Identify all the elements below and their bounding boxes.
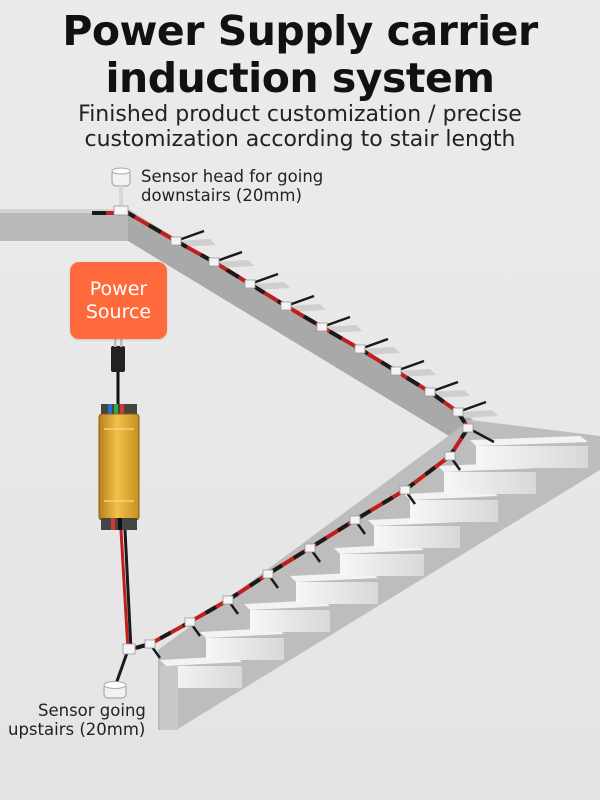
lower-flight — [158, 420, 600, 730]
upper-step-edge — [432, 386, 470, 390]
lower-stringer-end — [160, 666, 178, 730]
sensor-up-line-1: Sensor going — [38, 701, 146, 720]
connector-icon — [399, 485, 411, 495]
connector-icon — [316, 322, 328, 332]
upper-steps — [176, 235, 498, 418]
connector-icon — [170, 236, 182, 246]
sensor-head-up-icon — [103, 649, 130, 699]
connector-icon — [184, 617, 196, 627]
connector-icon — [452, 407, 464, 417]
power-cord — [111, 338, 125, 404]
lower-step-riser — [250, 610, 330, 632]
sensor-up-label: Sensor going upstairs (20mm) — [8, 701, 146, 739]
upper-step-edge — [216, 256, 254, 260]
page-subtitle: Finished product customization / precise… — [0, 102, 600, 152]
upper-step-edge — [398, 365, 436, 369]
lower-step-tread — [470, 436, 588, 446]
connector-icon — [144, 639, 156, 649]
upper-step-edge — [178, 235, 216, 239]
sensor-head-down-icon — [111, 167, 131, 216]
driver-box-icon — [98, 404, 140, 530]
lower-steps — [160, 436, 588, 730]
upper-step-edge — [324, 321, 362, 325]
power-source-badge: Power Source — [70, 262, 167, 339]
sensor-down-line-2: downstairs (20mm) — [141, 186, 302, 205]
power-line-2: Source — [85, 300, 152, 323]
lower-step-riser — [206, 638, 284, 660]
power-line-1: Power — [89, 277, 148, 300]
upper-step-edge — [288, 300, 326, 304]
title-line-2: induction system — [105, 54, 495, 102]
lower-step-riser — [410, 500, 498, 522]
upper-step — [458, 410, 498, 418]
connector-icon — [444, 451, 456, 461]
subtitle-line-1: Finished product customization / precise — [78, 102, 522, 127]
upper-step — [430, 390, 470, 398]
title-line-1: Power Supply carrier — [62, 7, 538, 55]
page-title: Power Supply carrier induction system — [0, 8, 600, 102]
subtitle-line-2: customization according to stair length — [84, 127, 516, 152]
upper-step-edge — [362, 343, 400, 347]
connector-icon — [244, 279, 256, 289]
lower-step-riser — [444, 472, 536, 494]
upper-flight — [0, 209, 498, 450]
lower-step-riser — [374, 526, 460, 548]
connector-icon — [222, 595, 234, 605]
lower-step-riser — [340, 554, 424, 576]
upper-step-edge — [460, 406, 498, 410]
connector-icon — [304, 543, 316, 553]
upper-step-edge — [252, 278, 290, 282]
lower-step-riser — [476, 446, 588, 468]
connector-icon — [280, 301, 292, 311]
sensor-up-line-2: upstairs (20mm) — [8, 720, 146, 739]
sensor-down-line-1: Sensor head for going — [141, 167, 324, 186]
sensor-down-label: Sensor head for going downstairs (20mm) — [141, 167, 323, 205]
lower-cable — [127, 426, 470, 652]
connector-icon — [462, 423, 474, 433]
lower-step-riser — [166, 666, 242, 688]
connector-icon — [424, 387, 436, 397]
connector-icon — [354, 344, 366, 354]
connector-icon — [390, 366, 402, 376]
lower-step-riser — [296, 582, 378, 604]
connector-icon — [208, 257, 220, 267]
connector-icon — [349, 515, 361, 525]
step-connectors — [144, 229, 495, 659]
driver-output-cable — [119, 529, 136, 655]
connector-icon — [262, 569, 274, 579]
